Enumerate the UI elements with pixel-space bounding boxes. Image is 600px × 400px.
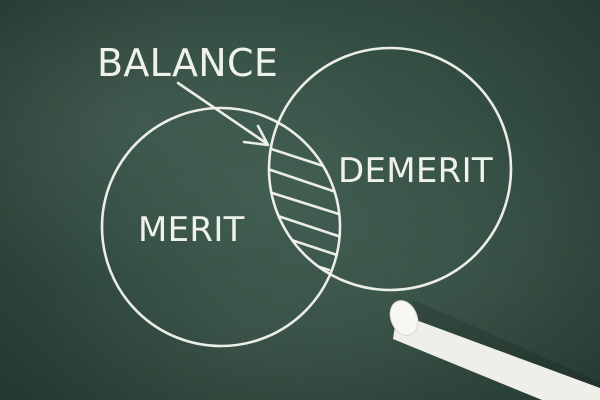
hatch-line [269,184,340,218]
chalk-stick [389,300,600,400]
hatch-line [269,161,340,197]
merit-label: MERIT [138,210,245,250]
balance-label: BALANCE [97,41,278,85]
arrow-head [242,124,270,147]
hatch-line [276,252,331,272]
arrow-shaft [176,81,268,145]
merit-circle [100,106,342,348]
hatch-lines [269,140,340,272]
hatch-line [269,140,340,174]
hatch-line [269,206,340,240]
balance-arrow [176,81,270,147]
demerit-label: DEMERIT [338,151,493,191]
